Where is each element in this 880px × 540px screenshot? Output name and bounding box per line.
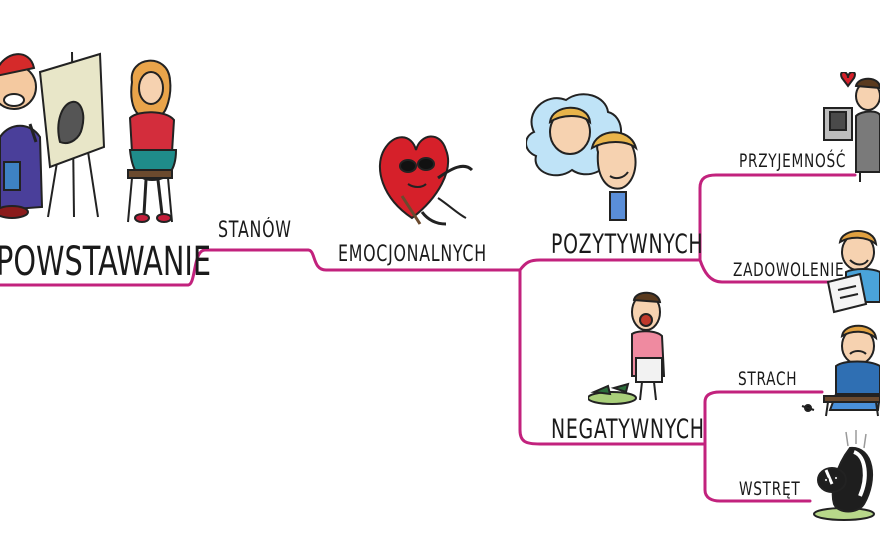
branch-root-to-stanow (186, 248, 310, 287)
happy-writer-illustration (826, 230, 880, 314)
skunk-illustration (813, 430, 875, 521)
leaf-strach-label: STRACH (738, 368, 798, 390)
crying-man-illustration (588, 291, 666, 405)
painter-illustration (0, 51, 106, 219)
heart-character-illustration (378, 135, 474, 226)
root-label: POWSTAWANIE (0, 239, 212, 285)
branch-to-przyjemnosc (698, 173, 857, 262)
seated-woman-illustration (127, 59, 178, 223)
level2-label: EMOCJONALNYCH (338, 242, 487, 267)
hugging-couple-illustration (823, 72, 880, 182)
branch-stanow-to-emocjonalnych (306, 248, 522, 272)
branch-to-pozytywnych (518, 258, 702, 272)
branch-to-wstret (703, 442, 812, 503)
branch-to-negatywnych (518, 268, 707, 446)
leaf-wstret-label: WSTRĘT (739, 478, 801, 500)
branch-to-strach (703, 390, 824, 446)
leaf-przyjemnosc-label: PRZYJEMNOŚĆ (739, 150, 847, 172)
scared-man-illustration (801, 324, 880, 417)
branch-to-zadowolenie (698, 258, 837, 284)
dreaming-couple-illustration (526, 93, 638, 221)
level1-label: STANÓW (218, 218, 292, 243)
branch-positive-label: POZYTYWNYCH (551, 229, 704, 260)
branch-negative-label: NEGATYWNYCH (551, 414, 705, 445)
leaf-zadowolenie-label: ZADOWOLENIE (733, 259, 845, 281)
